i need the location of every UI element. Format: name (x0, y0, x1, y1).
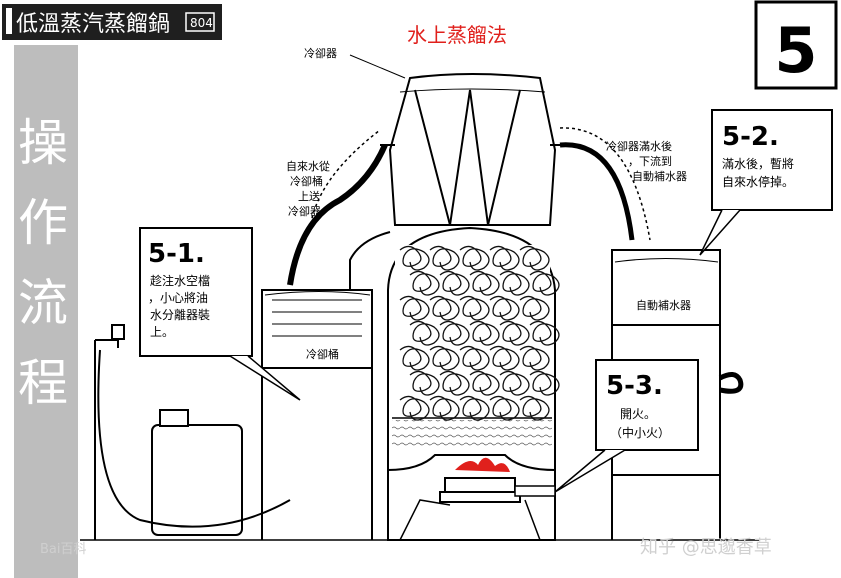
svg-text:上送: 上送 (298, 189, 320, 203)
flame-icon (455, 457, 510, 472)
svg-text:自來水停掉。: 自來水停掉。 (722, 174, 794, 189)
callout-step-5-3: 5-3. 開火。 （中小火） (554, 359, 699, 493)
water-hose (97, 349, 291, 528)
svg-text:，小心將油: ，小心將油 (148, 290, 208, 305)
condenser (380, 73, 562, 226)
overflow-hose (559, 142, 635, 241)
svg-text:冷卻器: 冷卻器 (288, 205, 321, 218)
svg-text:開火。: 開火。 (620, 407, 656, 421)
svg-text:冷卻器滿水後: 冷卻器滿水後 (606, 139, 672, 153)
label-overflow: 冷卻器滿水後 ，下流到 自動補水器 (606, 139, 687, 183)
watermark-baidu: Bai百科 (40, 542, 87, 557)
sidebar-char-3: 流 (18, 274, 68, 332)
svg-text:自來水從: 自來水從 (286, 160, 330, 173)
series-title: 低溫蒸汽蒸餾鍋 (16, 12, 170, 37)
series-code: 804 (190, 16, 213, 30)
tap-water-hose (287, 143, 388, 286)
step-5-3-number: 5-3. (606, 371, 663, 401)
flow-dashed-right (559, 127, 651, 241)
sidebar-char-2: 作 (18, 194, 68, 252)
diagram-title: 水上蒸餾法 (407, 23, 507, 47)
water-tap (94, 324, 125, 540)
step-number: 5 (774, 14, 817, 87)
svg-text:趁注水空檔: 趁注水空檔 (150, 273, 210, 288)
cooling-bucket (261, 289, 373, 540)
sidebar-title: 操 作 流 程 (18, 114, 68, 412)
svg-text:，下流到: ，下流到 (628, 154, 672, 168)
label-condenser: 冷卻器 (304, 47, 337, 60)
svg-text:冷卻桶: 冷卻桶 (290, 174, 323, 188)
sidebar-margin (0, 45, 14, 578)
callout-step-5-2: 5-2. 滿水後，暫將 自來水停掉。 (699, 109, 833, 256)
condenser-feed-pipe (349, 231, 391, 290)
burner (399, 457, 556, 541)
label-auto-refill: 自動補水器 (636, 298, 691, 312)
svg-text:（中小火）: （中小火） (610, 425, 670, 440)
watermark-zhihu: 知乎 @思邈香草 (640, 537, 772, 558)
step-number-box: 5 (754, 0, 838, 90)
step-5-1-number: 5-1. (148, 239, 205, 269)
svg-text:滿水後，暫將: 滿水後，暫將 (722, 156, 794, 171)
sidebar-char-4: 程 (18, 354, 68, 412)
sidebar-char-1: 操 (18, 114, 68, 172)
series-banner: 低溫蒸汽蒸餾鍋 804 (2, 4, 222, 40)
svg-text:上。: 上。 (150, 325, 174, 339)
svg-text:自動補水器: 自動補水器 (632, 169, 687, 183)
step-5-2-number: 5-2. (722, 122, 779, 152)
flow-dashed-left (309, 129, 381, 231)
svg-text:水分離器裝: 水分離器裝 (150, 308, 210, 322)
herb-material (399, 245, 560, 421)
callout-step-5-1: 5-1. 趁注水空檔 ，小心將油 水分離器裝 上。 (139, 227, 301, 401)
label-cooling-bucket: 冷卻桶 (306, 347, 339, 361)
label-tap-water: 自來水從 冷卻桶 上送 冷卻器 (286, 160, 330, 218)
oil-water-container (151, 409, 243, 536)
auto-refill-tank (611, 249, 744, 540)
